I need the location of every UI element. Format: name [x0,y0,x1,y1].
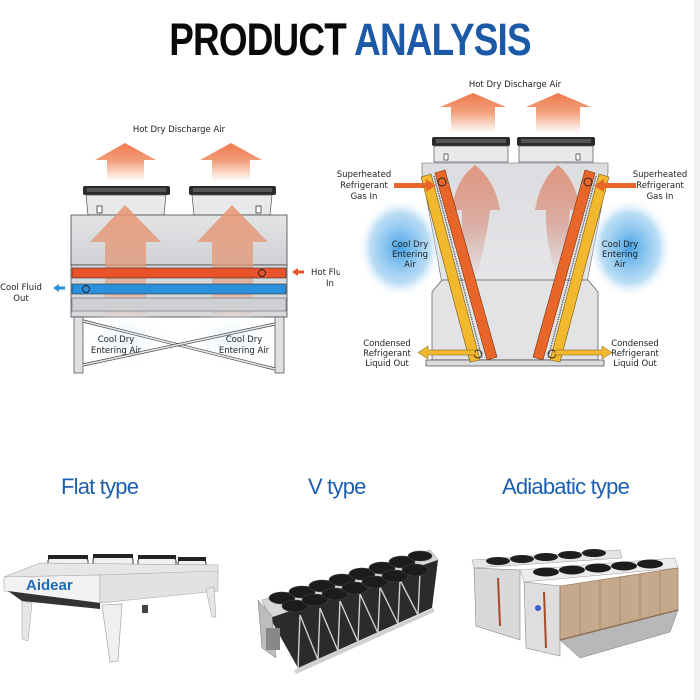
flat-entering-air-left-2: Entering Air [91,346,142,356]
hot-fluid-in-label-1: Hot Fluid [311,268,340,278]
liquid-out-right-1: Condensed [611,339,659,349]
liquid-out-left-2: Refrigerant [363,349,411,359]
v-type-label: V type [308,474,366,499]
adiabatic-type-label: Adiabatic type [502,474,630,499]
v-fan-right [517,137,595,163]
v-internal-airflow-left [452,165,500,280]
title-word-product: PRODUCT [169,14,347,65]
entering-air-right-1: Cool Dry [602,240,638,250]
flat-type-label: Flat type [61,474,139,499]
flat-entering-air-right-2: Entering Air [219,346,270,356]
gas-in-left-3: Gas In [351,192,378,202]
flat-entering-air-left-1: Cool Dry [98,335,134,345]
flat-type-product-image: Aidear [3,554,219,663]
flat-discharge-arrow-right [200,143,262,181]
cool-fluid-out-label-2: Out [13,294,29,304]
flat-support-frame [73,310,285,374]
hot-fluid-in-label-2: In [326,279,334,289]
adiabatic-type-product-image [471,549,679,659]
title-word-analysis: ANALYSIS [354,14,531,65]
cool-fluid-pipe [71,283,287,295]
gas-in-arrow-left-icon [394,179,436,192]
flat-discharge-label: Hot Dry Discharge Air [133,125,226,135]
liquid-out-right-2: Refrigerant [611,349,659,359]
v-cool-air-left [358,198,442,298]
right-edge-strip [694,0,700,700]
entering-air-left-1: Cool Dry [392,240,428,250]
hot-fluid-in-arrow-icon [292,268,304,276]
v-discharge-arrow-left [440,93,506,133]
hot-fluid-pipe [71,267,287,279]
gas-in-right-3: Gas In [647,192,674,202]
v-discharge-label: Hot Dry Discharge Air [469,80,562,90]
flat-type-diagram: Hot Dry Discharge Air Hot Fluid In [0,125,340,374]
flat-entering-air-right-1: Cool Dry [226,335,262,345]
flat-fan-left [83,186,170,216]
gas-in-arrow-right-icon [594,179,636,192]
v-discharge-arrow-right [526,93,591,133]
liquid-out-right-3: Liquid Out [613,359,657,369]
cool-pipe-port-icon [82,285,90,293]
v-coil-left [420,169,498,363]
brand-logo: Aidear [26,577,73,594]
liquid-out-arrow-left-icon [417,345,476,360]
cool-fluid-out-arrow-icon [53,284,65,292]
v-coil-right [532,169,610,363]
entering-air-left-3: Air [404,260,416,270]
v-cool-air-right [588,198,672,298]
gas-in-right-2: Refrigerant [636,181,684,191]
gas-in-right-1: Superheated [633,170,688,180]
gas-in-left-1: Superheated [337,170,392,180]
v-unit-fans [268,550,433,613]
liquid-out-left-1: Condensed [363,339,411,349]
v-internal-airflow-right [535,165,580,280]
flat-discharge-arrow-left [95,143,156,181]
liquid-out-arrow-right-icon [554,345,613,360]
v-fan-left [432,137,510,163]
liquid-out-left-3: Liquid Out [365,359,409,369]
gas-in-left-2: Refrigerant [340,181,388,191]
hot-pipe-port-icon [258,269,266,277]
entering-air-left-2: Entering [392,250,428,260]
v-type-product-image [257,549,439,674]
v-type-diagram: Hot Dry Discharge Air [337,80,688,369]
cool-fluid-out-label-1: Cool Fluid [0,283,42,293]
entering-air-right-2: Entering [602,250,638,260]
entering-air-right-3: Air [614,260,626,270]
